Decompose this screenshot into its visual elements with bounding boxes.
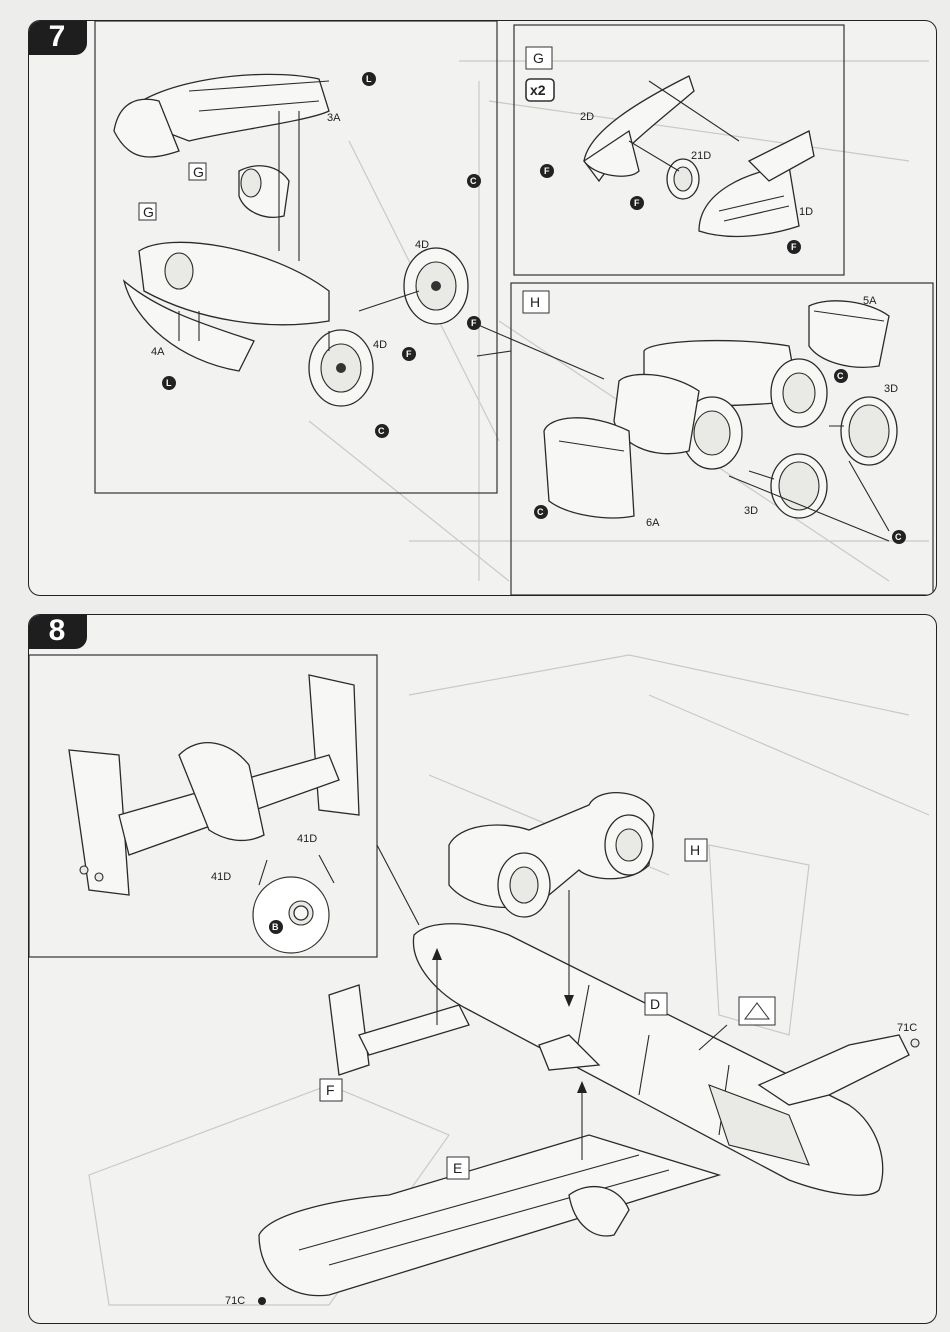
part-h-engine-assembly <box>614 341 827 469</box>
part-3d-exhaust-ring-bottom <box>771 454 827 518</box>
label-71c-2: 71C <box>225 1295 245 1307</box>
label-71c-1: 71C <box>897 1022 917 1034</box>
box-g-topright: G <box>533 50 544 66</box>
box-h: H <box>530 294 540 310</box>
label-1d: 1D <box>799 206 813 218</box>
inset-detail-circle <box>253 877 329 953</box>
label-4d-top: 4D <box>415 239 429 251</box>
glue-c-br-3: C <box>895 532 902 542</box>
box-h-step8: H <box>690 842 700 858</box>
label-6a: 6A <box>646 517 660 529</box>
label-2d: 2D <box>580 111 594 123</box>
right-wing <box>759 1035 909 1105</box>
part-3d-exhaust-ring-top <box>841 397 897 465</box>
glue-b: B <box>272 922 279 932</box>
glue-l-top: L <box>366 74 372 84</box>
part-g-intake <box>239 166 289 218</box>
label-3d-top: 3D <box>884 383 898 395</box>
tail-assembly-f <box>329 985 469 1075</box>
glue-l-bottom: L <box>166 378 172 388</box>
label-3d-bottom: 3D <box>744 505 758 517</box>
part-4d-fan-top <box>404 248 468 324</box>
glue-f-tr-2: F <box>634 198 640 208</box>
part-21d-fan <box>667 159 699 199</box>
step-7-panel: 7 <box>28 20 937 596</box>
glue-c-top: C <box>470 176 477 186</box>
part-5a-upper-cowl <box>809 301 889 368</box>
glue-f-tr-3: F <box>791 242 797 252</box>
glue-c-br-2: C <box>537 507 544 517</box>
step-8-drawing: 41D 41D B <box>29 615 936 1323</box>
glue-c-bottom: C <box>378 426 385 436</box>
label-4d-bottom: 4D <box>373 339 387 351</box>
glue-f-tr-1: F <box>544 166 550 176</box>
box-f: F <box>326 1082 335 1098</box>
label-41d-1: 41D <box>297 833 317 845</box>
glue-f-1: F <box>471 318 477 328</box>
qty-x2: x2 <box>530 82 546 98</box>
part-4d-fan-bottom <box>309 330 373 406</box>
box-e: E <box>453 1160 462 1176</box>
glue-c-br-1: C <box>837 371 844 381</box>
box-g-2: G <box>143 204 154 220</box>
box-d: D <box>650 996 660 1012</box>
label-4a: 4A <box>151 346 165 358</box>
wing-e <box>259 1135 719 1296</box>
step-8-panel: 8 41D 4 <box>28 614 937 1324</box>
box-g-1: G <box>193 164 204 180</box>
step-7-drawing: 3A 4A 4D 4D G G L L C C F F G x2 2D <box>29 21 936 595</box>
part-6a-lower-cowl <box>544 418 634 518</box>
label-3a: 3A <box>327 112 341 124</box>
engine-pod-h <box>449 793 654 917</box>
label-41d-2: 41D <box>211 871 231 883</box>
label-5a: 5A <box>863 295 877 307</box>
label-21d: 21D <box>691 150 711 162</box>
part-3a-upper-nacelle <box>114 74 329 157</box>
part-1d-engine-half <box>699 131 814 236</box>
decal-icon <box>739 997 775 1025</box>
glue-f-2: F <box>406 349 412 359</box>
